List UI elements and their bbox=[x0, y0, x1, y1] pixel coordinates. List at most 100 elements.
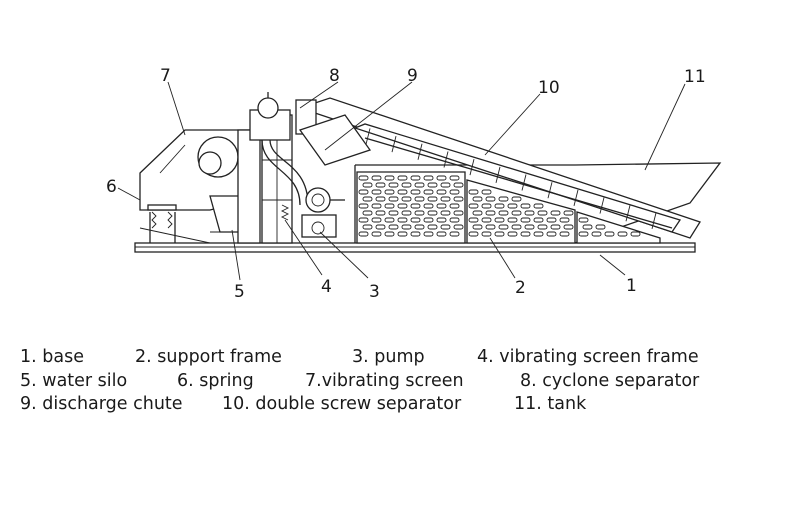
screen-slot bbox=[550, 224, 561, 230]
screen-slot bbox=[449, 217, 460, 223]
screw-rib bbox=[365, 128, 371, 145]
legend-row-1: 1. base 2. support frame 3. pump 4. vibr… bbox=[20, 346, 790, 370]
screen-slot bbox=[537, 210, 548, 216]
screw-separator-drawing bbox=[295, 97, 701, 239]
callout-7: 7 bbox=[160, 66, 171, 86]
screen-slot bbox=[507, 217, 518, 223]
screen-slot bbox=[375, 196, 386, 202]
screen-slot bbox=[388, 210, 399, 216]
screen-slot bbox=[375, 224, 386, 230]
screen-slot bbox=[423, 217, 434, 223]
legend-item-support-frame: 2. support frame bbox=[135, 347, 282, 367]
screen-slot bbox=[559, 231, 570, 237]
screen-slot bbox=[453, 210, 464, 216]
screen-slot bbox=[388, 224, 399, 230]
callout-6: 6 bbox=[106, 177, 117, 197]
screen-slot bbox=[559, 217, 570, 223]
screen-slot bbox=[546, 217, 557, 223]
screen-slot bbox=[388, 182, 399, 188]
screen-slot bbox=[563, 210, 574, 216]
screen-slot bbox=[604, 231, 615, 237]
screen-slot bbox=[410, 175, 421, 181]
screen-slot bbox=[436, 217, 447, 223]
callout-8: 8 bbox=[329, 66, 340, 86]
screen-slot bbox=[440, 210, 451, 216]
screen-slot bbox=[472, 224, 483, 230]
screen-slot bbox=[468, 231, 479, 237]
screen-slot bbox=[468, 189, 479, 195]
screw-rib bbox=[573, 189, 579, 206]
screen-slot bbox=[397, 231, 408, 237]
screen-slot bbox=[358, 231, 369, 237]
screen-slot bbox=[410, 203, 421, 209]
screen-slot bbox=[520, 217, 531, 223]
screen-slot bbox=[384, 231, 395, 237]
screen-slot bbox=[358, 189, 369, 195]
machine-diagram: 7 8 9 10 11 6 5 4 3 2 1 bbox=[106, 66, 722, 302]
screen-slot bbox=[485, 210, 496, 216]
screen-slot bbox=[524, 210, 535, 216]
screen-slot bbox=[440, 224, 451, 230]
screen-slot bbox=[410, 189, 421, 195]
vibrating-screen-drawing bbox=[139, 129, 251, 233]
screw-rib bbox=[417, 143, 423, 160]
screen-slot bbox=[414, 182, 425, 188]
screen-slot bbox=[362, 196, 373, 202]
screen-slot bbox=[384, 203, 395, 209]
screen-slot bbox=[453, 196, 464, 202]
cyclone-separator-drawing bbox=[249, 92, 309, 206]
screen-slot bbox=[453, 182, 464, 188]
screen-slot bbox=[362, 224, 373, 230]
screen-slot bbox=[582, 224, 593, 230]
legend-item-cyclone-separator: 8. cyclone separator bbox=[520, 370, 700, 391]
screen-slot bbox=[401, 224, 412, 230]
screen-slot bbox=[423, 203, 434, 209]
screen-slot bbox=[427, 210, 438, 216]
legend-item-water-silo: 5. water silo bbox=[20, 370, 128, 391]
legend-item-vibrating-screen: 7.vibrating screen bbox=[305, 370, 464, 391]
screen-slot bbox=[617, 231, 628, 237]
legend-item-base: 1. base bbox=[20, 347, 84, 367]
screen-slot bbox=[591, 231, 602, 237]
screen-slot bbox=[520, 203, 531, 209]
callout-9: 9 bbox=[407, 66, 418, 86]
legend-item-pump: 3. pump bbox=[352, 347, 425, 367]
spring-drawing bbox=[139, 204, 211, 244]
screen-slot bbox=[414, 210, 425, 216]
screen-slot bbox=[440, 196, 451, 202]
screen-slot bbox=[546, 231, 557, 237]
screen-slot bbox=[371, 189, 382, 195]
screen-slot bbox=[371, 203, 382, 209]
callout-1: 1 bbox=[626, 276, 637, 296]
screen-slot bbox=[362, 182, 373, 188]
screen-slot bbox=[511, 224, 522, 230]
screen-slot bbox=[397, 175, 408, 181]
screen-slot bbox=[537, 224, 548, 230]
callout-10: 10 bbox=[538, 78, 560, 98]
callout-2: 2 bbox=[515, 278, 526, 298]
screen-slot bbox=[375, 182, 386, 188]
screen-slot bbox=[481, 217, 492, 223]
screen-slot bbox=[481, 189, 492, 195]
screen-slot bbox=[533, 217, 544, 223]
screen-slot bbox=[449, 203, 460, 209]
screen-slot bbox=[511, 196, 522, 202]
screen-slot bbox=[533, 231, 544, 237]
screen-slot bbox=[436, 203, 447, 209]
screen-slot bbox=[494, 231, 505, 237]
screen-slot bbox=[453, 224, 464, 230]
screen-slot bbox=[423, 231, 434, 237]
screen-slot bbox=[362, 210, 373, 216]
screen-slot bbox=[427, 196, 438, 202]
screen-slot bbox=[449, 189, 460, 195]
discharge-chute-drawing bbox=[298, 114, 372, 166]
screen-slot bbox=[384, 175, 395, 181]
screw-rib bbox=[599, 197, 605, 214]
screen-slot bbox=[481, 231, 492, 237]
screen-slot bbox=[630, 231, 641, 237]
screen-slot bbox=[427, 182, 438, 188]
screen-slot bbox=[410, 231, 421, 237]
legend-item-spring: 6. spring bbox=[177, 370, 254, 391]
legend-item-discharge-chute: 9. discharge chute bbox=[20, 394, 183, 414]
screen-slot bbox=[397, 217, 408, 223]
